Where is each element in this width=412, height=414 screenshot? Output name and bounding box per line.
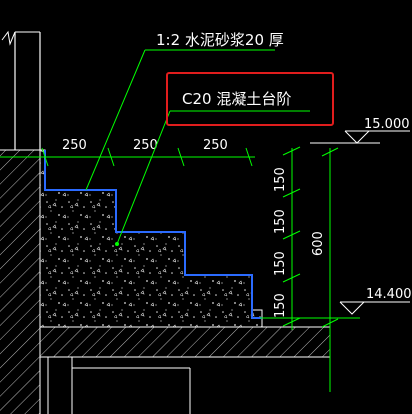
elevation-marker-top bbox=[310, 130, 410, 144]
highlight-box bbox=[166, 72, 334, 126]
leader-lines bbox=[85, 49, 310, 245]
concrete-stair-body bbox=[39, 149, 263, 328]
width-label-3: 250 bbox=[203, 138, 228, 153]
height-dimensions bbox=[260, 146, 360, 392]
height-label-4: 150 bbox=[273, 293, 288, 318]
elevation-top-label: 15.000 bbox=[364, 117, 410, 132]
height-label-1: 150 bbox=[273, 167, 288, 192]
column-wall bbox=[1, 30, 41, 150]
leader-dot bbox=[115, 242, 119, 246]
concrete-label: C20 混凝土台阶 bbox=[182, 90, 291, 108]
floor-slab bbox=[40, 326, 331, 414]
width-dimensions bbox=[0, 147, 255, 167]
width-label-1: 250 bbox=[62, 138, 87, 153]
left-soil-hatch bbox=[0, 149, 41, 414]
height-label-3: 150 bbox=[273, 251, 288, 276]
width-label-2: 250 bbox=[133, 138, 158, 153]
height-total-label: 600 bbox=[311, 231, 326, 256]
coating-label: 1:2 水泥砂浆20 厚 bbox=[156, 31, 284, 49]
elevation-bottom-label: 14.400 bbox=[366, 287, 412, 302]
height-label-2: 150 bbox=[273, 209, 288, 234]
elevation-marker-bottom bbox=[339, 301, 410, 315]
mortar-finish-layer bbox=[44, 150, 262, 319]
